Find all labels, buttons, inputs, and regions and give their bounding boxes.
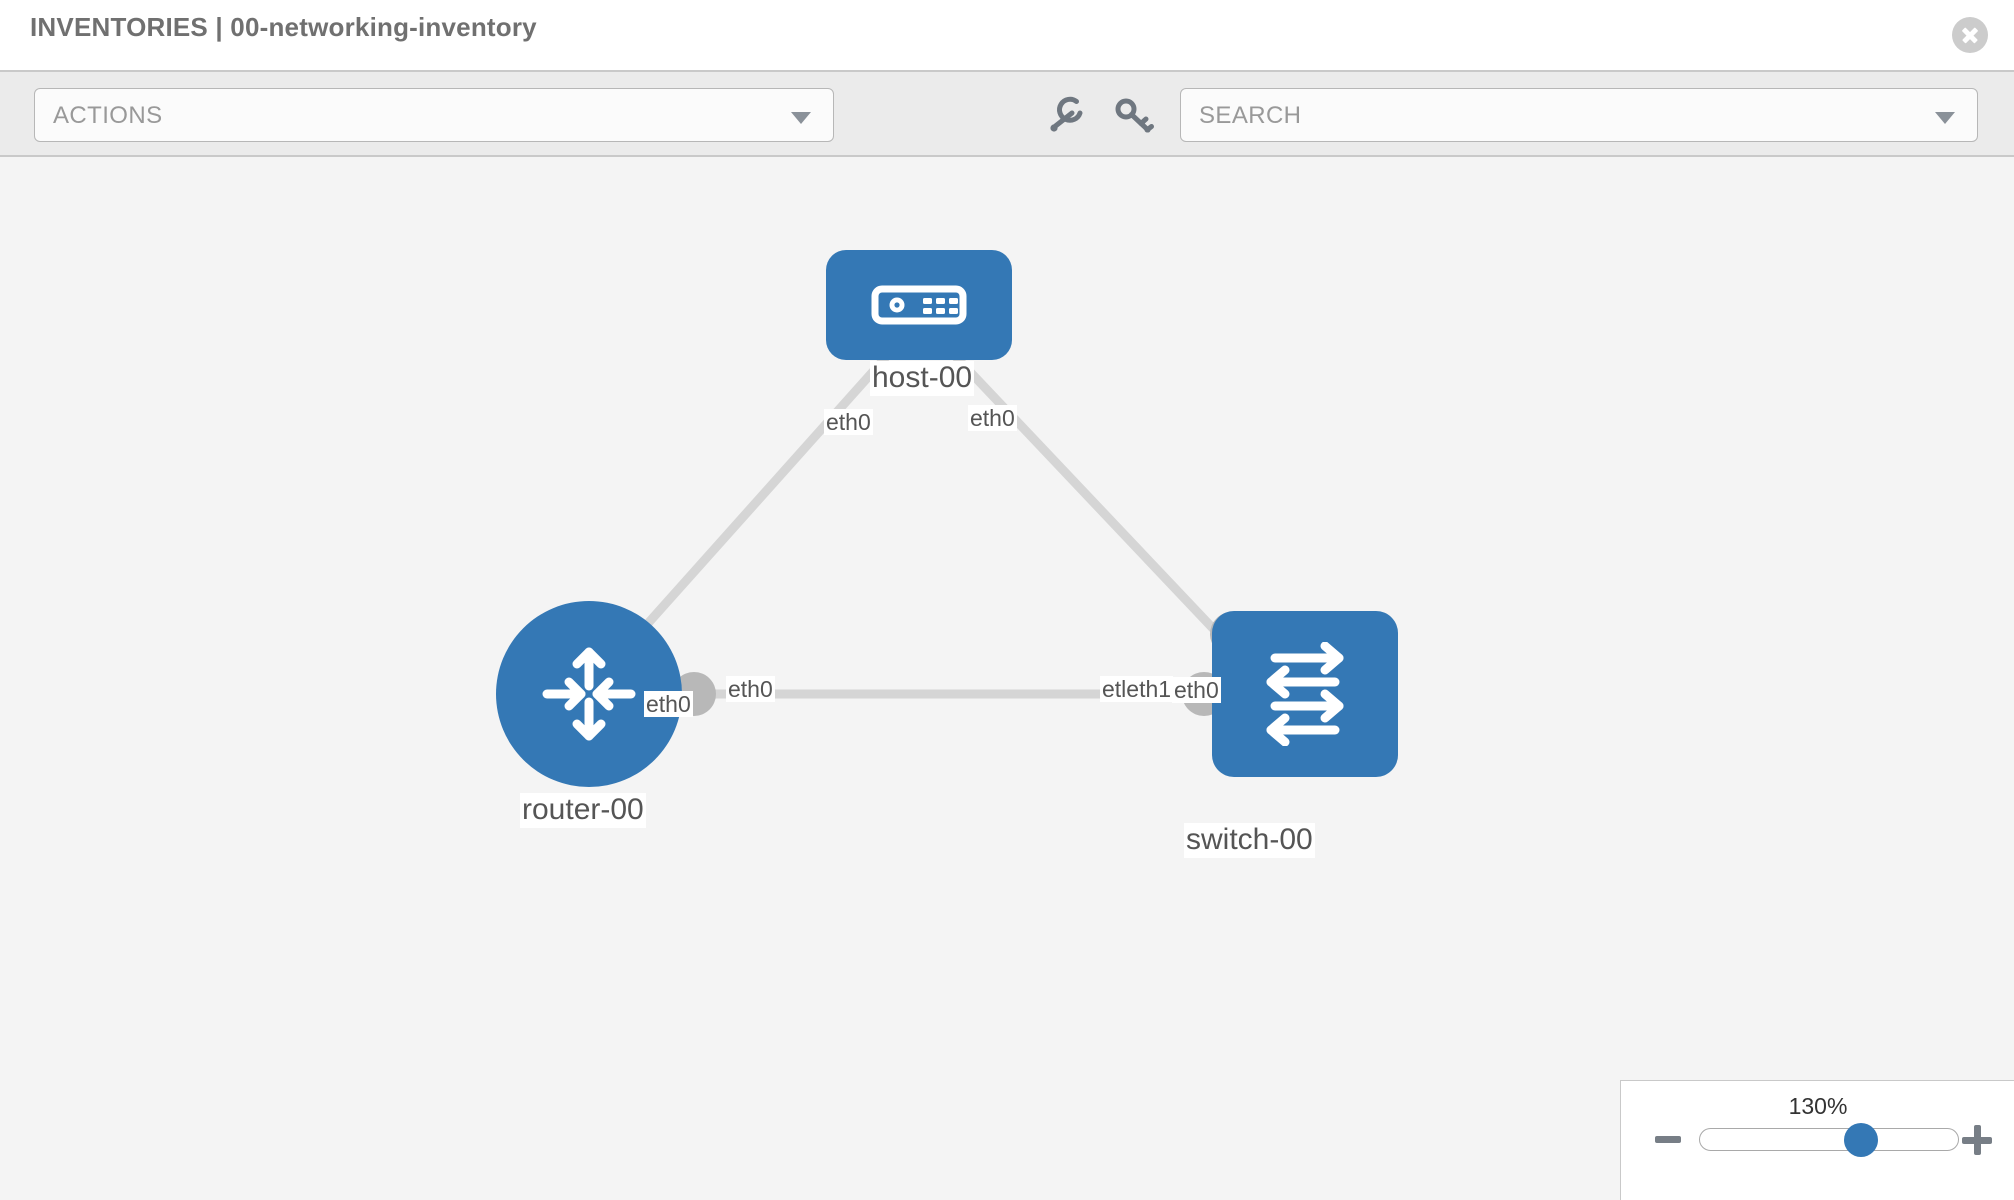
chevron-down-icon <box>791 112 811 124</box>
actions-dropdown-label: ACTIONS <box>53 102 163 129</box>
zoom-slider-thumb[interactable] <box>1844 1122 1878 1157</box>
zoom-slider[interactable] <box>1699 1122 1959 1157</box>
search-placeholder: SEARCH <box>1199 102 1302 129</box>
edge-label-switch-left: etleth1 <box>1100 676 1174 703</box>
search-chevron-down-icon[interactable] <box>1935 112 1955 124</box>
search-input[interactable]: SEARCH <box>1180 88 1978 142</box>
node-label-router-00: router-00 <box>520 793 646 828</box>
edge-host-switch <box>951 352 1245 662</box>
edge-label-switch-upper: eth0 <box>1172 677 1221 704</box>
zoom-in-button[interactable] <box>1962 1125 1992 1155</box>
switch-icon[interactable] <box>1212 611 1398 777</box>
host-icon[interactable] <box>826 250 1012 360</box>
page-header: INVENTORIES | 00-networking-inventory <box>0 0 2014 70</box>
edge-label-host-left: eth0 <box>824 409 873 436</box>
key-icon[interactable] <box>1111 92 1157 138</box>
node-label-switch-00: switch-00 <box>1184 823 1315 858</box>
page-title: INVENTORIES | 00-networking-inventory <box>30 12 537 42</box>
actions-dropdown[interactable]: ACTIONS <box>34 88 834 142</box>
toolbar: ACTIONS SEARCH <box>0 70 2014 157</box>
close-icon[interactable] <box>1952 17 1988 53</box>
node-label-host-00: host-00 <box>870 361 975 396</box>
edge-label-router-upper: eth0 <box>644 691 693 718</box>
zoom-out-button[interactable] <box>1655 1136 1681 1143</box>
zoom-control-panel: 130% <box>1620 1080 2014 1200</box>
topology-canvas[interactable]: host-00 router-00 <box>0 157 2014 1200</box>
zoom-in-bar-v <box>1973 1125 1981 1155</box>
edge-label-router-right: eth0 <box>726 676 775 703</box>
zoom-level-value: 130% <box>1788 1093 1848 1119</box>
wrench-icon[interactable] <box>1043 92 1089 138</box>
edge-label-host-right: eth0 <box>968 405 1017 432</box>
